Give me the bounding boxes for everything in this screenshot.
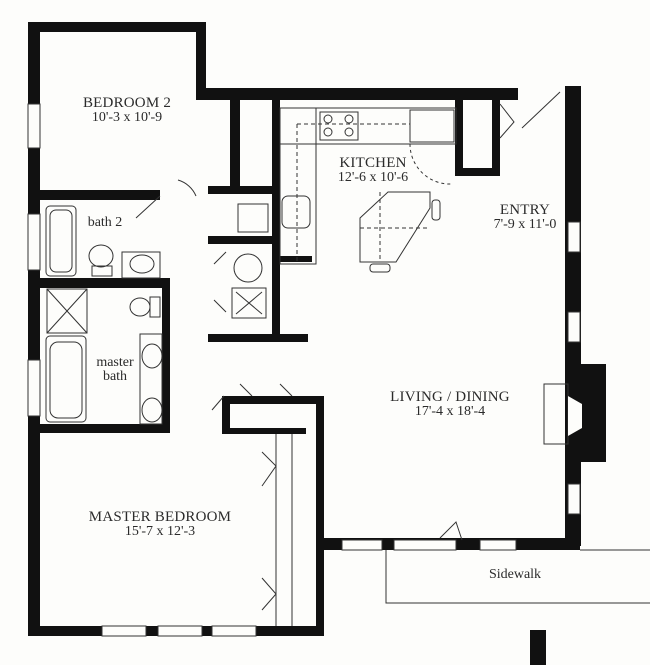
room-name: ENTRY [499,202,551,218]
room-dimensions: 10'-3 x 10'-9 [91,110,163,125]
room-name: LIVING / DINING [390,389,510,405]
room-label-master-bedroom: MASTER BEDROOM 15'-7 x 12'-3 [70,510,250,539]
kitchen-counters [279,107,457,265]
fireplace-opening [568,396,582,436]
sidewalk-label: Sidewalk [470,568,560,582]
room-name: MASTER BEDROOM [88,509,232,525]
bath-fixtures [45,203,269,425]
room-label-living-dining: LIVING / DINING 17'-4 x 18'-4 [372,390,528,419]
master-closet [261,434,293,626]
sidewalk-text: Sidewalk [488,567,542,582]
room-dimensions: 15'-7 x 12'-3 [124,524,196,539]
room-label-kitchen: KITCHEN 12'-6 x 10'-6 [318,156,428,185]
room-name: master [96,355,134,370]
room-dimensions: 7'-9 x 11'-0 [493,217,557,232]
room-name-line2: bath [102,369,128,384]
room-label-bath-2: bath 2 [80,216,130,230]
kitchen-island [359,191,441,273]
room-name: BEDROOM 2 [82,95,172,111]
room-label-entry: ENTRY 7'-9 x 11'-0 [480,203,570,232]
room-name: bath 2 [87,215,123,230]
room-label-bedroom-2: BEDROOM 2 10'-3 x 10'-9 [62,96,192,125]
sidewalk-outline [385,549,650,604]
doors [135,91,561,541]
fireplace-hearth [543,383,569,445]
room-dimensions: 12'-6 x 10'-6 [337,170,409,185]
room-label-master-bath: master bath [90,356,140,384]
room-dimensions: 17'-4 x 18'-4 [414,404,486,419]
windows [27,103,581,637]
room-name: KITCHEN [339,155,407,171]
